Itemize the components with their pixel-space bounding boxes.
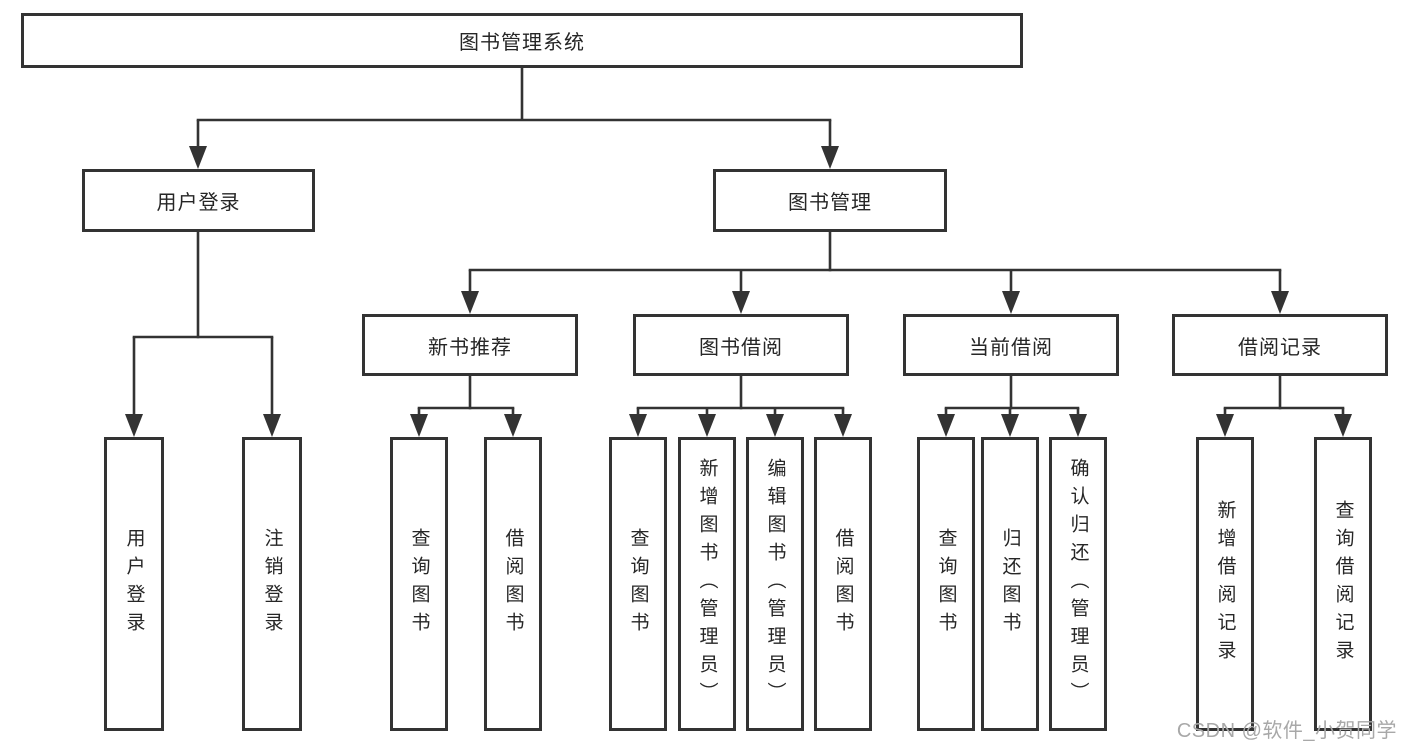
connector-borrow-record-branch (1216, 374, 1352, 437)
connector-new-book-rec-branch (410, 374, 522, 437)
leaf-query-books-new-rec: 查询图书 (390, 437, 448, 731)
leaf-query-books-borrow: 查询图书 (609, 437, 667, 731)
leaf-borrow-books: 借阅图书 (814, 437, 872, 731)
node-book-borrow: 图书借阅 (633, 314, 849, 376)
leaf-query-books-current: 查询图书 (917, 437, 975, 731)
leaf-user-login: 用户登录 (104, 437, 164, 731)
leaf-add-books-admin: 新增图书（管理员） (678, 437, 736, 731)
csdn-watermark: CSDN @软件_小贺同学 (1176, 720, 1397, 742)
leaf-query-books-current-label: 查询图书 (935, 528, 957, 640)
node-book-management-label: 图书管理 (788, 192, 872, 214)
leaf-return-books: 归还图书 (981, 437, 1039, 731)
connector-user-login-branch (125, 230, 281, 437)
leaf-add-borrow-record-label: 新增借阅记录 (1214, 500, 1236, 668)
node-book-management: 图书管理 (713, 169, 947, 232)
node-new-book-recommend-label: 新书推荐 (428, 336, 512, 359)
node-user-login: 用户登录 (82, 169, 315, 232)
leaf-query-borrow-record: 查询借阅记录 (1314, 437, 1372, 731)
leaf-add-books-admin-label: 新增图书（管理员） (696, 458, 718, 710)
node-new-book-recommend: 新书推荐 (362, 314, 578, 376)
leaf-edit-books-admin: 编辑图书（管理员） (746, 437, 804, 731)
leaf-logout-label: 注销登录 (261, 528, 283, 640)
node-book-borrow-label: 图书借阅 (699, 336, 783, 359)
leaf-query-books-borrow-label: 查询图书 (627, 528, 649, 640)
node-borrow-record: 借阅记录 (1172, 314, 1388, 376)
leaf-borrow-books-new-rec: 借阅图书 (484, 437, 542, 731)
node-current-borrow: 当前借阅 (903, 314, 1119, 376)
connector-book-borrow-branch (629, 374, 852, 437)
leaf-confirm-return-admin-label: 确认归还（管理员） (1067, 458, 1089, 710)
leaf-edit-books-admin-label: 编辑图书（管理员） (764, 458, 786, 710)
node-borrow-record-label: 借阅记录 (1238, 336, 1322, 359)
leaf-borrow-books-label: 借阅图书 (832, 528, 854, 640)
node-current-borrow-label: 当前借阅 (969, 336, 1053, 359)
leaf-user-login-label: 用户登录 (123, 528, 145, 640)
leaf-logout: 注销登录 (242, 437, 302, 731)
connector-book-mgmt-to-level3 (461, 230, 1289, 314)
connector-root-to-level2 (189, 66, 839, 169)
node-root-system-label: 图书管理系统 (459, 32, 585, 54)
node-root-system: 图书管理系统 (21, 13, 1023, 68)
leaf-confirm-return-admin: 确认归还（管理员） (1049, 437, 1107, 731)
leaf-query-books-new-rec-label: 查询图书 (408, 528, 430, 640)
leaf-query-borrow-record-label: 查询借阅记录 (1332, 500, 1354, 668)
leaf-return-books-label: 归还图书 (999, 528, 1021, 640)
leaf-borrow-books-new-rec-label: 借阅图书 (502, 528, 524, 640)
node-user-login-label: 用户登录 (156, 192, 241, 214)
connector-current-borrow-branch (937, 374, 1087, 437)
leaf-add-borrow-record: 新增借阅记录 (1196, 437, 1254, 731)
